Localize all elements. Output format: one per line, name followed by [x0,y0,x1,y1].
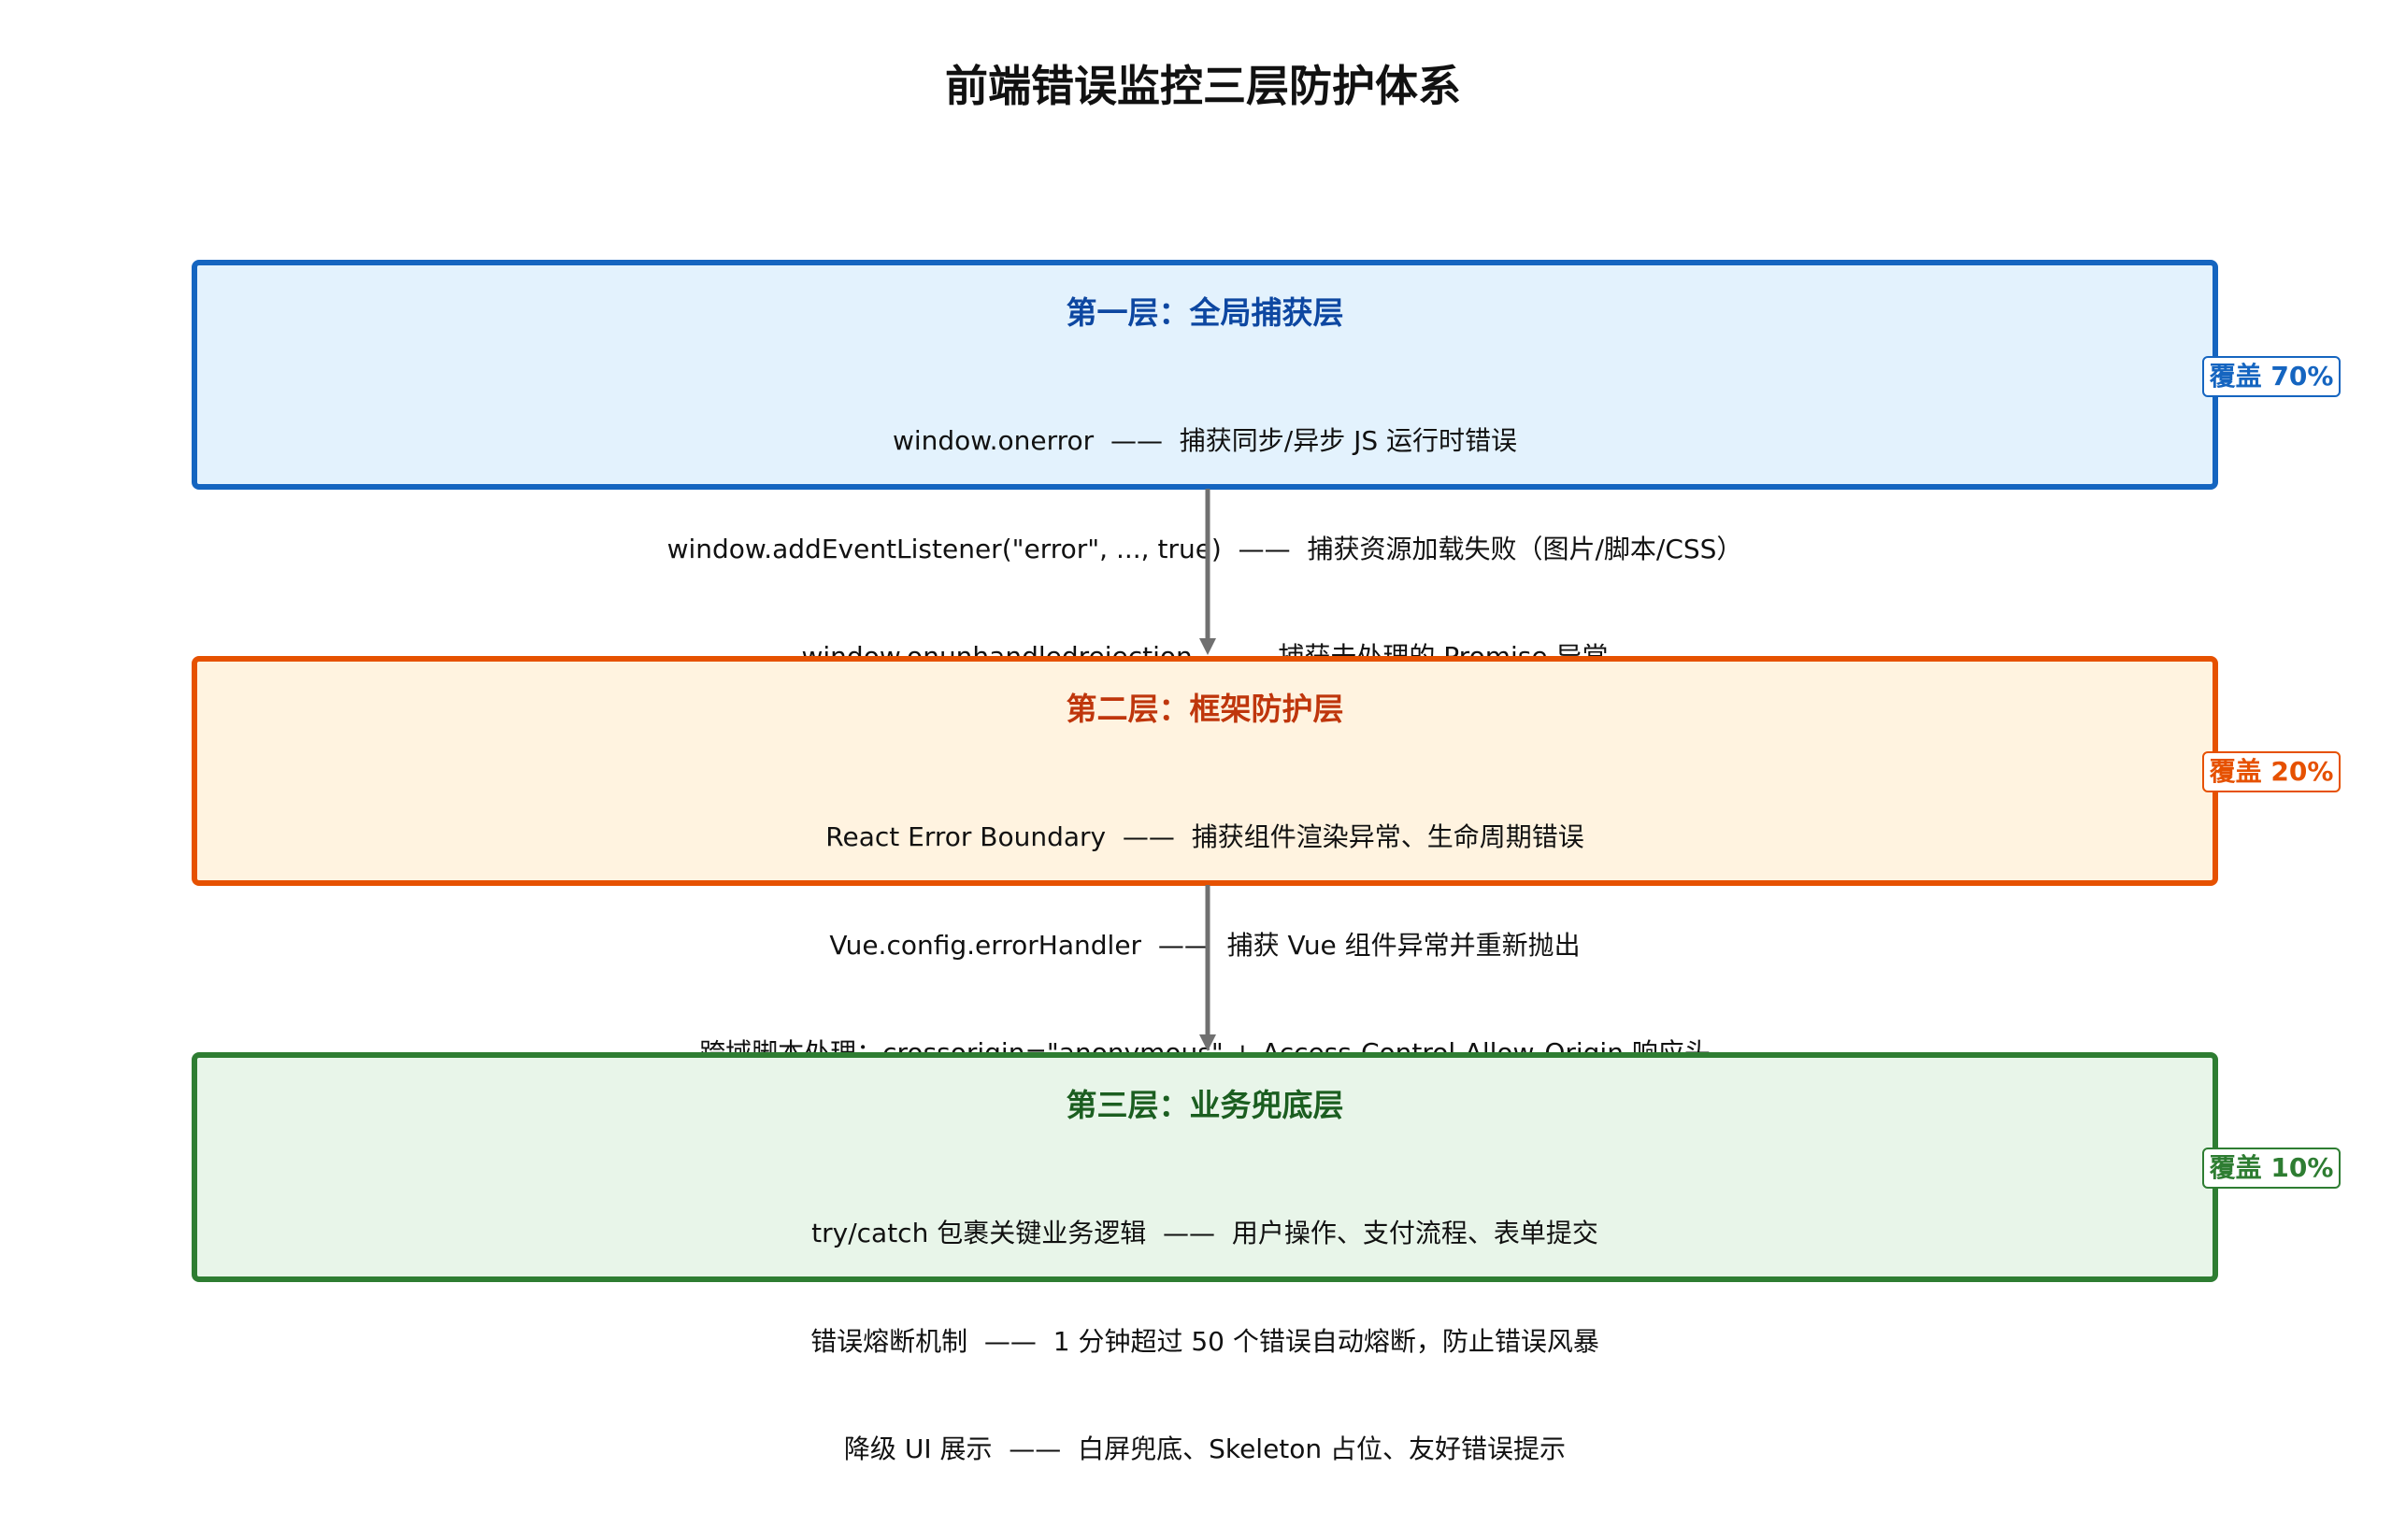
layer-line: 降级 UI 展示 —— 白屏兜底、Skeleton 占位、友好错误提示 [843,1433,1567,1464]
coverage-badge: 覆盖 70% [2202,356,2341,397]
down-arrow-icon [1199,885,1216,1051]
down-arrow-icon [1199,489,1216,655]
layer-line: try/catch 包裹关键业务逻辑 —— 用户操作、支付流程、表单提交 [811,1218,1598,1248]
layer-title: 第一层：全局捕获层 [1066,294,1344,331]
layer-lines: try/catch 包裹关键业务逻辑 —— 用户操作、支付流程、表单提交 错误熔… [197,1144,2213,1540]
coverage-badge: 覆盖 20% [2202,751,2341,792]
layer-line: 错误熔断机制 —— 1 分钟超过 50 个错误自动熔断，防止错误风暴 [810,1325,1599,1357]
layer-line: window.addEventListener("error", ..., tr… [666,533,1743,564]
layer-global-capture: 第一层：全局捕获层 window.onerror —— 捕获同步/异步 JS 运… [192,260,2218,672]
layer-line: Vue.config.errorHandler —— 捕获 Vue 组件异常并重… [829,929,1581,961]
coverage-badge: 覆盖 10% [2202,1148,2341,1189]
layer-title: 第二层：框架防护层 [1066,691,1344,727]
layer-title: 第三层：业务兜底层 [1066,1087,1344,1123]
diagram-title: 前端错误监控三层防护体系 [945,61,1461,111]
layer-business-fallback: 第三层：业务兜底层 try/catch 包裹关键业务逻辑 —— 用户操作、支付流… [192,1052,2218,1464]
layer-line: window.onerror —— 捕获同步/异步 JS 运行时错误 [892,425,1518,456]
layer-line: React Error Boundary —— 捕获组件渲染异常、生命周期错误 [825,821,1584,852]
layer-framework-protection: 第二层：框架防护层 React Error Boundary —— 捕获组件渲染… [192,656,2218,1068]
